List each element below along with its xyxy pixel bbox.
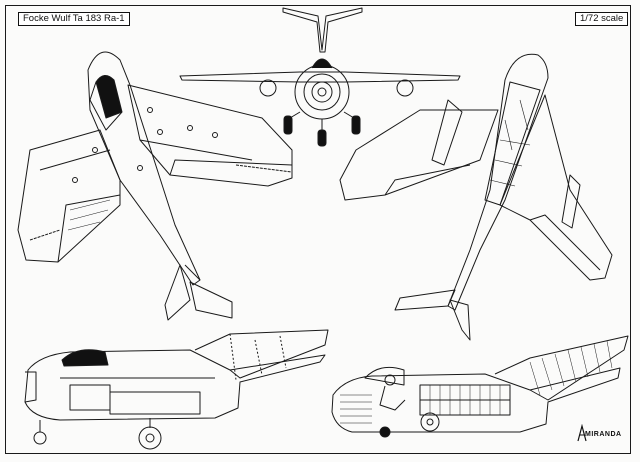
cutaway-side-view — [331, 335, 629, 438]
sheet-title: Focke Wulf Ta 183 Ra-1 — [18, 12, 130, 26]
front-view — [179, 7, 461, 147]
bottom-view — [339, 53, 613, 341]
left-side-view — [24, 329, 329, 450]
maker-logo-icon — [577, 424, 587, 442]
sheet-border — [5, 5, 631, 454]
top-view — [17, 51, 293, 321]
scale-label: 1/72 scale — [575, 12, 629, 26]
maker-signature: MIRANDA — [585, 431, 622, 438]
